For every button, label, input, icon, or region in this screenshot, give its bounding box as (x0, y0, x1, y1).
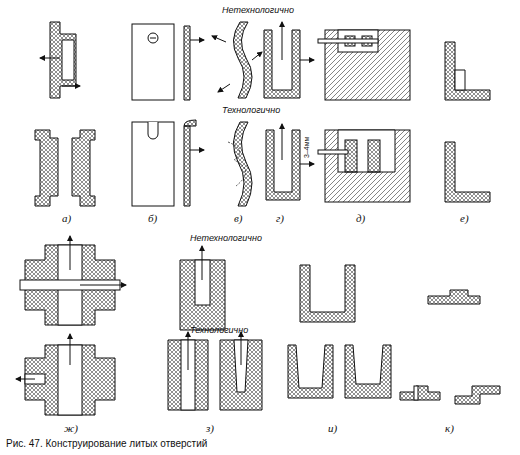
figure-letter: з) (206, 422, 214, 434)
dimension-label: 3–4мм (303, 137, 311, 158)
figure-caption: Рис. 47. Конструирование литых отверстий (6, 438, 207, 449)
figure-letter: и) (328, 422, 337, 434)
figure-letter: к) (445, 422, 454, 434)
figure-letter: а) (62, 212, 71, 224)
section-heading: Нетехнологично (222, 6, 294, 16)
figure-letter: б) (148, 212, 157, 224)
section-heading: Технологично (222, 106, 280, 116)
figure-letter: д) (356, 212, 365, 224)
figure-letter: г) (276, 212, 284, 224)
figure-letter: в) (234, 212, 242, 224)
figure-letter: е) (460, 212, 469, 224)
figure-letter: ж) (64, 422, 78, 434)
section-heading: Технологично (190, 326, 248, 336)
section-heading: Нетехнологично (190, 234, 262, 244)
